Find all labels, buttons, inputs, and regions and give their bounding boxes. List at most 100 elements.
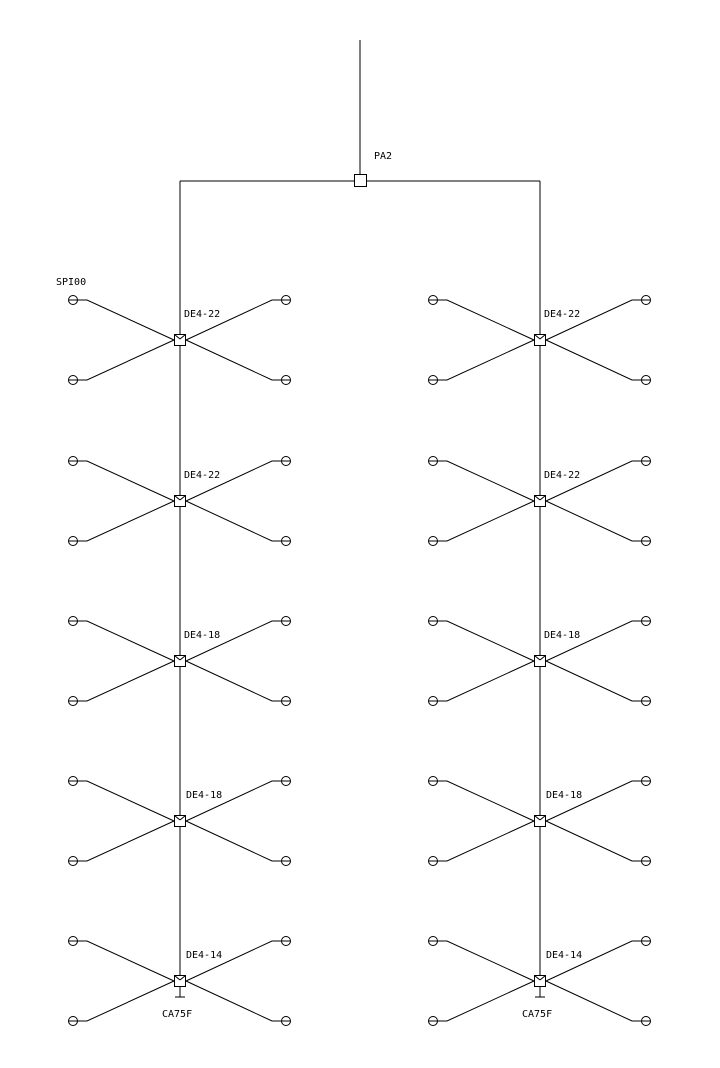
drop-line (433, 940, 535, 982)
outlet-icon (428, 856, 438, 866)
drop-line (433, 500, 535, 542)
outlet-icon (641, 936, 651, 946)
tap-off: DE4-22 (68, 295, 291, 385)
drop-line (185, 500, 286, 542)
drop-line (73, 660, 175, 702)
tap-label: DE4-22 (184, 309, 220, 320)
tap-mark (539, 815, 546, 821)
drop-line (433, 780, 535, 822)
drop-line (433, 820, 535, 862)
tap-off: DE4-22 (68, 456, 291, 546)
tap-mark (539, 334, 546, 340)
tap-label: DE4-22 (184, 470, 220, 481)
tap-mark (179, 975, 186, 981)
tap-mark (534, 334, 541, 340)
outlet-icon (281, 375, 291, 385)
outlet-icon (641, 1016, 651, 1026)
drop-line (545, 339, 646, 381)
outlet-icon (641, 375, 651, 385)
outlet-icon (641, 616, 651, 626)
outlet-icon (428, 776, 438, 786)
drop-line (73, 620, 175, 662)
drop-line (185, 620, 286, 662)
tap-mark (174, 655, 181, 661)
outlet-label: SPI00 (56, 277, 86, 288)
outlet-icon (68, 776, 78, 786)
drop-line (433, 460, 535, 502)
drop-line (185, 780, 286, 822)
tap-mark (174, 815, 181, 821)
tap-box (174, 815, 186, 827)
tap-mark (179, 815, 186, 821)
tap-off: DE4-18 (68, 616, 291, 706)
tap-mark (174, 495, 181, 501)
drop-line (185, 820, 286, 862)
drop-line (185, 460, 286, 502)
tap-off: DE4-14 (428, 936, 651, 1026)
terminator-label: CA75F (522, 1009, 552, 1020)
tap-mark (174, 975, 181, 981)
tap-off: DE4-18 (68, 776, 291, 866)
outlet-icon (68, 936, 78, 946)
tap-mark (179, 334, 186, 340)
outlet-icon (641, 696, 651, 706)
drop-line (73, 780, 175, 822)
tap-mark (174, 334, 181, 340)
outlet-icon (428, 295, 438, 305)
tap-label: DE4-14 (546, 950, 582, 961)
tap-off: DE4-14 (68, 936, 291, 1026)
outlet-icon (68, 696, 78, 706)
outlet-icon (641, 856, 651, 866)
drop-line (545, 620, 646, 662)
outlet-icon (281, 856, 291, 866)
outlet-icon (281, 295, 291, 305)
tap-off: DE4-22 (428, 456, 651, 546)
outlet-icon (68, 1016, 78, 1026)
tap-label: DE4-22 (544, 309, 580, 320)
tap-label: DE4-22 (544, 470, 580, 481)
outlet-icon (68, 536, 78, 546)
outlet-icon (428, 375, 438, 385)
drop-line (433, 339, 535, 381)
tap-box (174, 655, 186, 667)
tap-box (534, 815, 546, 827)
tap-label: DE4-18 (546, 790, 582, 801)
tap-box (174, 334, 186, 346)
drop-line (73, 339, 175, 381)
drop-line (73, 500, 175, 542)
outlet-icon (641, 776, 651, 786)
drop-line (185, 299, 286, 341)
outlet-icon (428, 696, 438, 706)
tap-off: DE4-18 (428, 776, 651, 866)
drop-line (73, 940, 175, 982)
drop-line (73, 980, 175, 1022)
tap-mark (539, 655, 546, 661)
outlet-icon (641, 295, 651, 305)
tap-off: DE4-22 (428, 295, 651, 385)
drop-line (433, 660, 535, 702)
drop-line (545, 660, 646, 702)
outlet-icon (428, 1016, 438, 1026)
outlet-icon (281, 536, 291, 546)
outlet-icon (428, 616, 438, 626)
amplifier-box (354, 174, 367, 187)
outlet-icon (68, 456, 78, 466)
drop-line (545, 820, 646, 862)
tap-box (174, 495, 186, 507)
tap-mark (539, 495, 546, 501)
tap-label: DE4-14 (186, 950, 222, 961)
tap-box (534, 334, 546, 346)
drop-line (545, 460, 646, 502)
drop-line (185, 339, 286, 381)
outlet-icon (428, 536, 438, 546)
outlet-icon (281, 1016, 291, 1026)
drop-line (73, 299, 175, 341)
terminator-label: CA75F (162, 1009, 192, 1020)
tap-off: DE4-18 (428, 616, 651, 706)
tap-mark (534, 975, 541, 981)
tap-label: DE4-18 (184, 630, 220, 641)
outlet-icon (68, 295, 78, 305)
tap-mark (179, 495, 186, 501)
